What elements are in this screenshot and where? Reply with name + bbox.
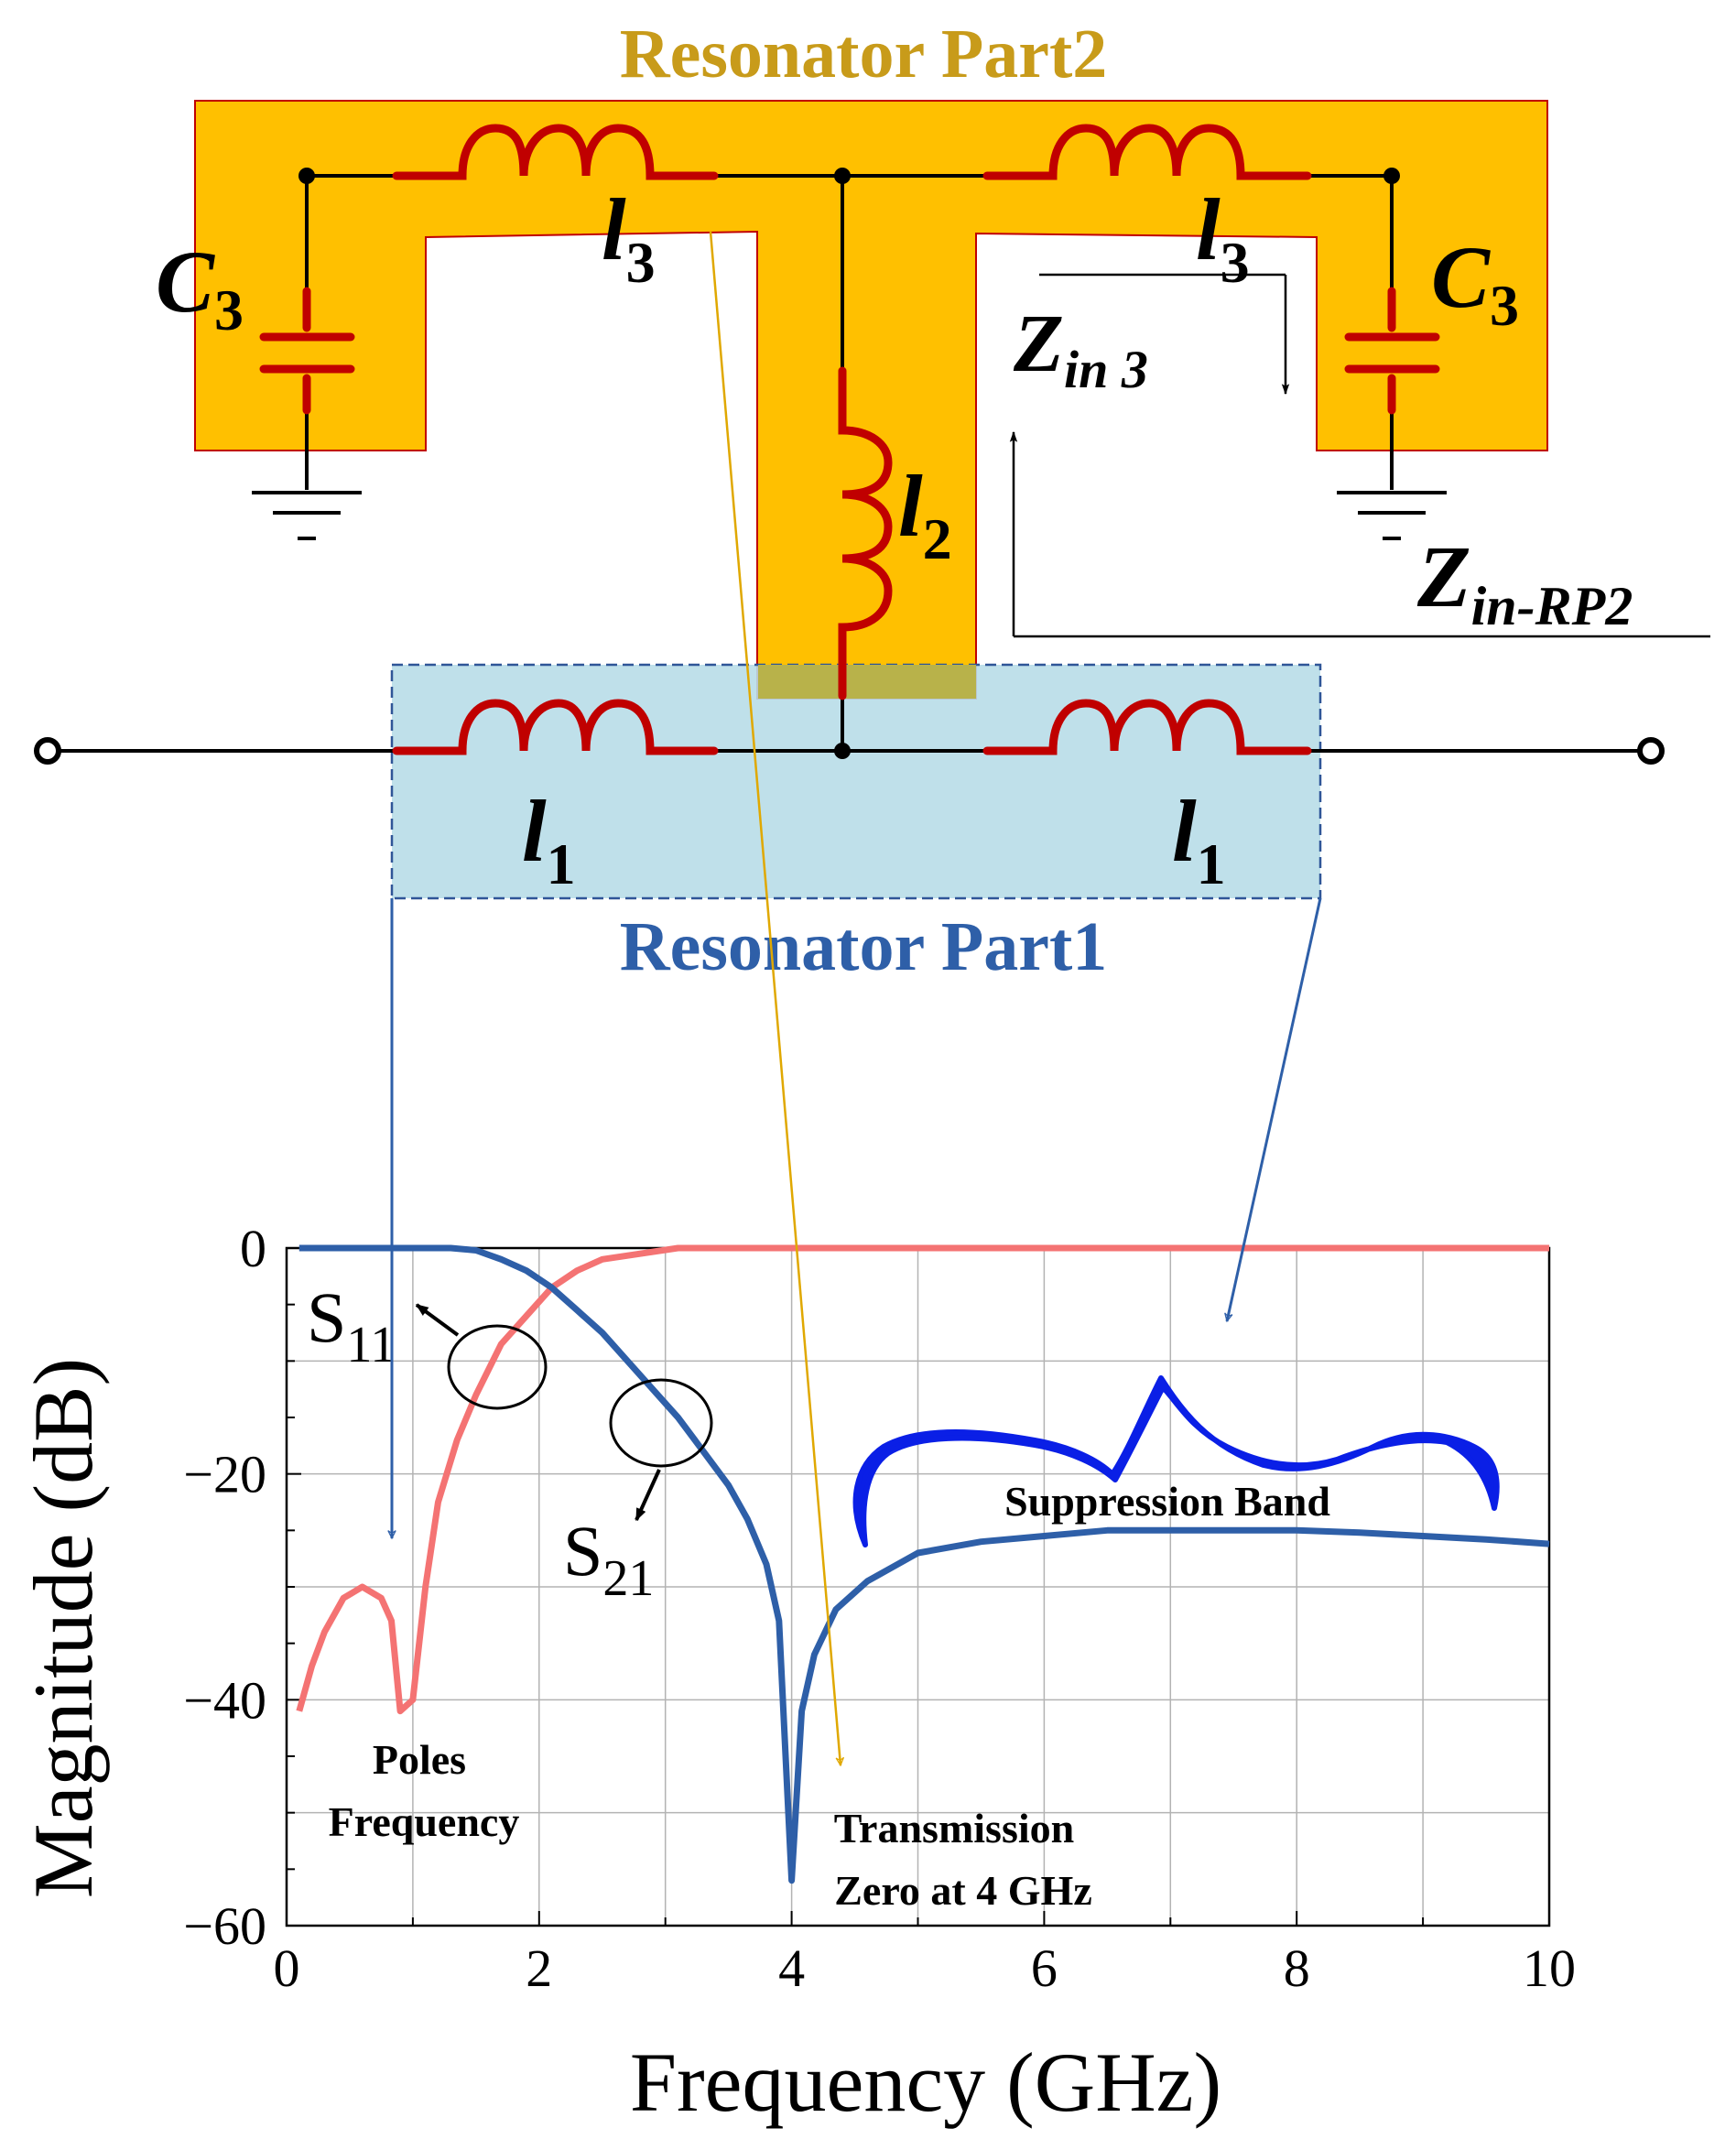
resonator-part1-title: Resonator Part1 [620,908,1108,985]
label-l3-left: l3 [602,180,656,295]
y-axis-label: Magnitude (dB) [16,1358,110,1898]
chart-grid [287,1248,1549,1926]
label-l2: l2 [898,457,952,571]
annotation-poles-line2: Frequency [329,1798,520,1845]
s21-label: S21 [563,1511,654,1607]
resonator-part2-region [194,100,1548,700]
s21-ellipse [609,1378,713,1468]
x-tick-label: 10 [1523,1938,1576,1998]
x-tick-label: 4 [778,1938,805,1998]
label-c3-left: C3 [156,233,244,342]
s21-pointer-arrow [635,1469,661,1522]
label-l1-left: l1 [522,782,576,896]
s11-curve [296,1244,1549,1715]
zin3-reference-arrow [1039,273,1290,396]
inductor-l1-right [982,699,1312,755]
inductor-l1-left [392,699,719,755]
inductor-l3-right [982,124,1312,180]
zin-rp2-reference-arrow [1009,430,1710,638]
x-tick-label: 6 [1031,1938,1058,1998]
suppression-band-curve [852,1375,1500,1547]
connection-arrows [387,231,1322,1767]
s11-ellipse [447,1324,548,1410]
ground-left [252,491,362,540]
label-zin3: Zin 3 [1013,299,1148,399]
annotation-poles-line1: Poles [373,1736,466,1783]
annotation-tz-line1: Transmission [834,1805,1074,1851]
inductor-l2 [838,366,893,700]
label-zin-rp2: Zin-RP2 [1416,527,1633,636]
chart: 0 2 4 6 8 10 0 −20 −40 −60 S11 S21 Poles Frequenc… [16,1219,1576,2129]
x-axis-label: Frequency (GHz) [630,2036,1221,2129]
annotation-suppression: Suppression Band [1004,1478,1330,1525]
overlap-region [758,665,976,699]
arrow-rp2-to-transmission-zero [709,231,845,1767]
y-tick-label: −40 [183,1670,266,1730]
y-tick-label: −60 [183,1896,266,1956]
label-c3-right: C3 [1431,228,1519,338]
chart-tick-labels: 0 2 4 6 8 10 0 −20 −40 −60 [183,1219,1576,1998]
ground-right [1337,491,1447,540]
circuit-wires [58,174,1642,753]
capacitor-c3-left [259,287,355,415]
resonator-part2-title: Resonator Part2 [620,16,1108,92]
x-tick-label: 2 [526,1938,552,1998]
inductor-l3-left [392,124,719,180]
s21-curve [298,1244,1550,1884]
y-tick-label: −20 [183,1445,266,1504]
output-port [1637,737,1665,765]
input-port [34,737,61,765]
x-tick-label: 8 [1284,1938,1310,1998]
junction-dots [298,168,1400,759]
resonator-part2: Resonator Part2 [194,16,1548,700]
label-l3-right: l3 [1196,180,1250,295]
x-tick-label: 0 [274,1938,300,1998]
capacitor-c3-right [1344,287,1440,415]
s11-pointer-arrow [415,1303,460,1337]
s11-label: S11 [307,1277,396,1374]
annotation-tz-line2: Zero at 4 GHz [834,1867,1091,1914]
arrow-rp1-to-suppression [1224,897,1322,1323]
y-tick-label: 0 [240,1219,266,1278]
label-l1-right: l1 [1172,782,1226,896]
